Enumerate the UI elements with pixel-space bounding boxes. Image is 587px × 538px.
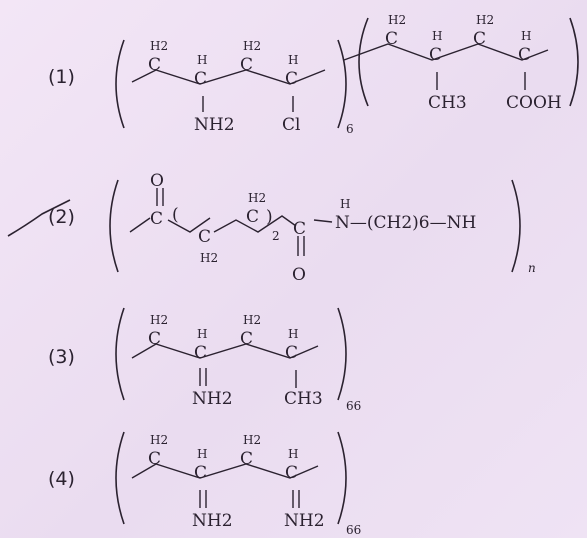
opt2-carbonyl-c: C [150,209,163,229]
opt2-carbonyl-o: O [150,171,164,191]
option-2-right-paren [511,179,521,273]
opt4-nh2-b: NH2 [284,511,325,531]
opt4-h-b: H [197,447,207,461]
option-2-left-paren [109,179,119,273]
option-1-number[interactable]: (1) [48,66,75,88]
opt3-c-b: C [194,343,207,363]
opt1-cooh: COOH [506,93,562,113]
option-1-left-paren [115,39,125,129]
opt3-c-d: C [285,343,298,363]
opt1-u2-h2-a: H2 [388,13,406,27]
opt1-h-d: H [288,53,298,67]
opt2-ch2-c: C [198,227,211,247]
opt1-u2-c-b: C [429,45,442,65]
opt2-inner-repeat: 2 [272,229,280,243]
opt1-h2-c: H2 [243,39,261,53]
option-3-left-paren [115,307,125,401]
opt2-close-bracket: ) [266,207,273,227]
opt1-ch3: CH3 [428,93,467,113]
opt2-amide-c: C [293,219,306,239]
opt4-c-b: C [194,463,207,483]
opt1-u2-h-d: H [521,29,531,43]
opt2-h2-bottom: H2 [200,251,218,265]
opt2-open-bracket: ( [172,205,179,225]
opt3-nh2: NH2 [192,389,233,409]
opt1-u2-c-c: C [473,29,486,49]
opt4-nh2-a: NH2 [192,511,233,531]
option-2-number[interactable]: (2) [48,206,75,228]
opt3-repeat: 66 [346,399,361,413]
opt4-h-d: H [288,447,298,461]
opt2-nh-h: H [340,197,350,211]
opt1-u2-h-b: H [432,29,442,43]
opt2-h2-top: H2 [248,191,266,205]
opt1-u2-c-a: C [385,29,398,49]
opt3-h2-a: H2 [150,313,168,327]
opt1-c-b: C [194,69,207,89]
opt1-h-b: H [197,53,207,67]
opt3-c-a: C [148,329,161,349]
opt3-h-b: H [197,327,207,341]
opt1-u2-c-d: C [518,45,531,65]
opt4-h2-c: H2 [243,433,261,447]
opt1-nh2: NH2 [194,115,235,135]
opt4-repeat: 66 [346,523,361,537]
opt1-c-d: C [285,69,298,89]
option-1-right-paren [569,17,579,107]
opt2-chain: N—(CH2)6—NH [335,213,476,233]
opt4-c-a: C [148,449,161,469]
option-4-right-paren [337,431,347,525]
opt1-c-c: C [240,55,253,75]
opt1-c-a: C [148,55,161,75]
opt2-ch2-top-c: C [246,207,259,227]
option-1-mid-paren-open [358,17,369,107]
option-3-right-paren [337,307,347,401]
option-4-left-paren [115,431,125,525]
opt3-h2-c: H2 [243,313,261,327]
opt3-ch3: CH3 [284,389,323,409]
opt4-c-d: C [285,463,298,483]
opt4-h2-a: H2 [150,433,168,447]
option-4-number[interactable]: (4) [48,468,75,490]
option-1-mid-paren-close [337,39,347,129]
opt3-h-d: H [288,327,298,341]
opt1-u2-h2-c: H2 [476,13,494,27]
opt3-c-c: C [240,329,253,349]
opt1-repeat: 6 [346,122,354,136]
opt1-cl: Cl [282,115,300,135]
opt2-amide-o: O [292,265,306,285]
opt2-repeat: n [528,261,536,275]
opt1-h2-a: H2 [150,39,168,53]
opt4-c-c: C [240,449,253,469]
option-3-number[interactable]: (3) [48,346,75,368]
